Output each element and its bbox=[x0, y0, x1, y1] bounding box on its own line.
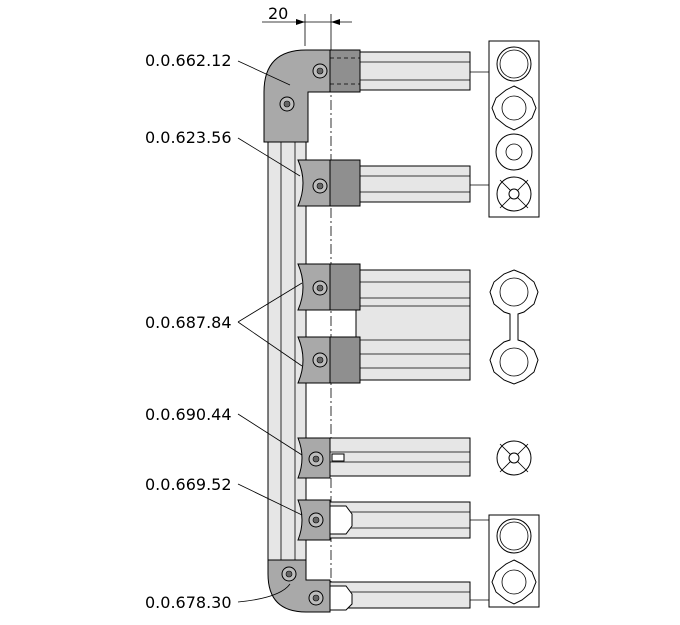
tee-connector-2b bbox=[297, 336, 361, 384]
vertical-tube bbox=[267, 141, 307, 563]
tee-connector-2a bbox=[297, 263, 361, 311]
tee-connector-3 bbox=[297, 437, 331, 479]
part-label-6: 0.0.678.30 bbox=[145, 593, 232, 612]
tee-connector-1 bbox=[297, 159, 361, 207]
elbow-connector-bottom bbox=[267, 559, 353, 613]
dimension-20: 20 bbox=[262, 4, 352, 46]
elbow-connector-top bbox=[263, 49, 361, 143]
dimension-value: 20 bbox=[268, 4, 288, 23]
tee-connector-4 bbox=[297, 499, 353, 541]
part-label-4: 0.0.690.44 bbox=[145, 405, 232, 424]
part-label-5: 0.0.669.52 bbox=[145, 475, 232, 494]
leader-lines bbox=[237, 60, 303, 603]
profile-sections-box-bottom bbox=[470, 514, 540, 608]
profile-sections-box-top bbox=[470, 40, 540, 218]
profile-section-slotted bbox=[496, 440, 532, 476]
profile-section-double bbox=[489, 269, 539, 385]
part-label-1: 0.0.662.12 bbox=[145, 51, 232, 70]
part-labels: 0.0.662.12 0.0.623.56 0.0.687.84 0.0.690… bbox=[145, 51, 232, 612]
part-label-3: 0.0.687.84 bbox=[145, 313, 232, 332]
part-label-2: 0.0.623.56 bbox=[145, 128, 232, 147]
